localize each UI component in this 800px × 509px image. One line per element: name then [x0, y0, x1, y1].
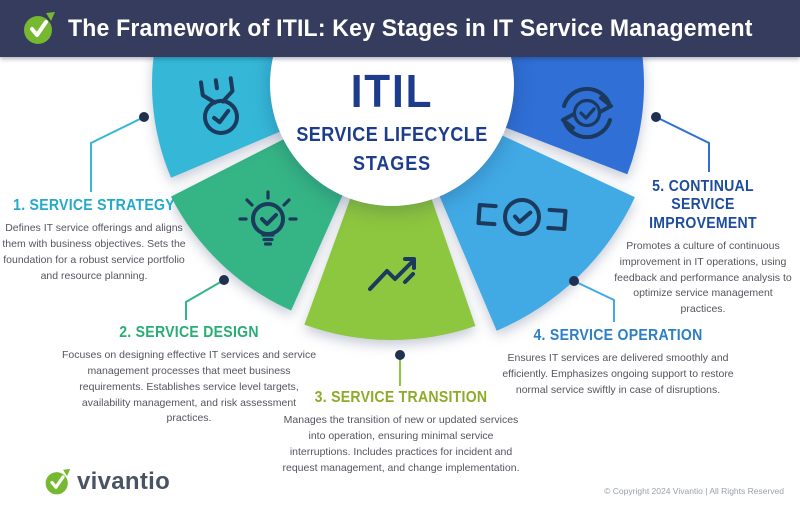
connector-dot-service-design	[219, 275, 229, 285]
stage-title-continual-service-improvement: 5. CONTINUAL SERVICE IMPROVEMENT	[649, 178, 757, 232]
header: The Framework of ITIL: Key Stages in IT …	[0, 0, 800, 57]
refresh-icon	[561, 86, 613, 140]
medal-icon	[198, 76, 239, 135]
stage-desc-service-strategy: Defines IT service offerings and aligns …	[2, 222, 186, 282]
vivantio-logo: vivantio	[44, 468, 170, 496]
stage-service-operation: 4. SERVICE OPERATION Ensures IT services…	[492, 327, 744, 399]
stage-service-transition: 3. SERVICE TRANSITION Manages the transi…	[282, 389, 520, 476]
connector-dot-continual-service-improvement	[651, 112, 661, 122]
connector-service-operation	[573, 280, 615, 322]
wedge-service-transition	[304, 84, 476, 341]
vivantio-logo-icon	[24, 11, 55, 44]
gauge-icon	[476, 198, 568, 236]
trend-arrow-icon	[368, 257, 416, 291]
stage-title-service-transition: 3. SERVICE TRANSITION	[314, 389, 488, 406]
stage-desc-service-design: Focuses on designing effective IT servic…	[61, 349, 317, 425]
stage-title-service-strategy: 1. SERVICE STRATEGY	[13, 197, 175, 214]
stage-service-strategy: 1. SERVICE STRATEGY Defines IT service o…	[2, 197, 186, 284]
copyright-text: © Copyright 2024 Vivantio | All Rights R…	[604, 486, 784, 496]
connector-dot-service-transition	[395, 350, 405, 360]
center-title-itil: ITIL	[350, 65, 434, 117]
connector-dot-service-operation	[569, 276, 579, 286]
stage-title-service-design: 2. SERVICE DESIGN	[119, 324, 259, 341]
stage-continual-service-improvement: 5. CONTINUAL SERVICE IMPROVEMENT Promote…	[611, 178, 795, 318]
center-title-stages: STAGES	[352, 153, 432, 175]
stage-title-service-operation: 4. SERVICE OPERATION	[533, 327, 703, 344]
vivantio-logo-icon	[45, 468, 71, 494]
stage-desc-service-transition: Manages the transition of new or updated…	[282, 414, 520, 474]
center-title-lifecycle: SERVICE LIFECYCLE	[296, 124, 488, 146]
connector-continual-service-improvement	[655, 116, 710, 172]
stage-desc-continual-service-improvement: Promotes a culture of continuous improve…	[614, 240, 792, 316]
connector-service-strategy	[90, 116, 145, 192]
connector-service-design	[185, 279, 225, 320]
center-title: ITIL SERVICE LIFECYCLE STAGES	[272, 64, 512, 176]
stage-service-design: 2. SERVICE DESIGN Focuses on designing e…	[58, 324, 320, 427]
lightbulb-icon	[238, 190, 298, 246]
vivantio-logo-text: vivantio	[77, 468, 171, 495]
connector-dot-service-strategy	[139, 112, 149, 122]
stage-desc-service-operation: Ensures IT services are delivered smooth…	[502, 352, 734, 396]
page-title: The Framework of ITIL: Key Stages in IT …	[68, 14, 753, 42]
